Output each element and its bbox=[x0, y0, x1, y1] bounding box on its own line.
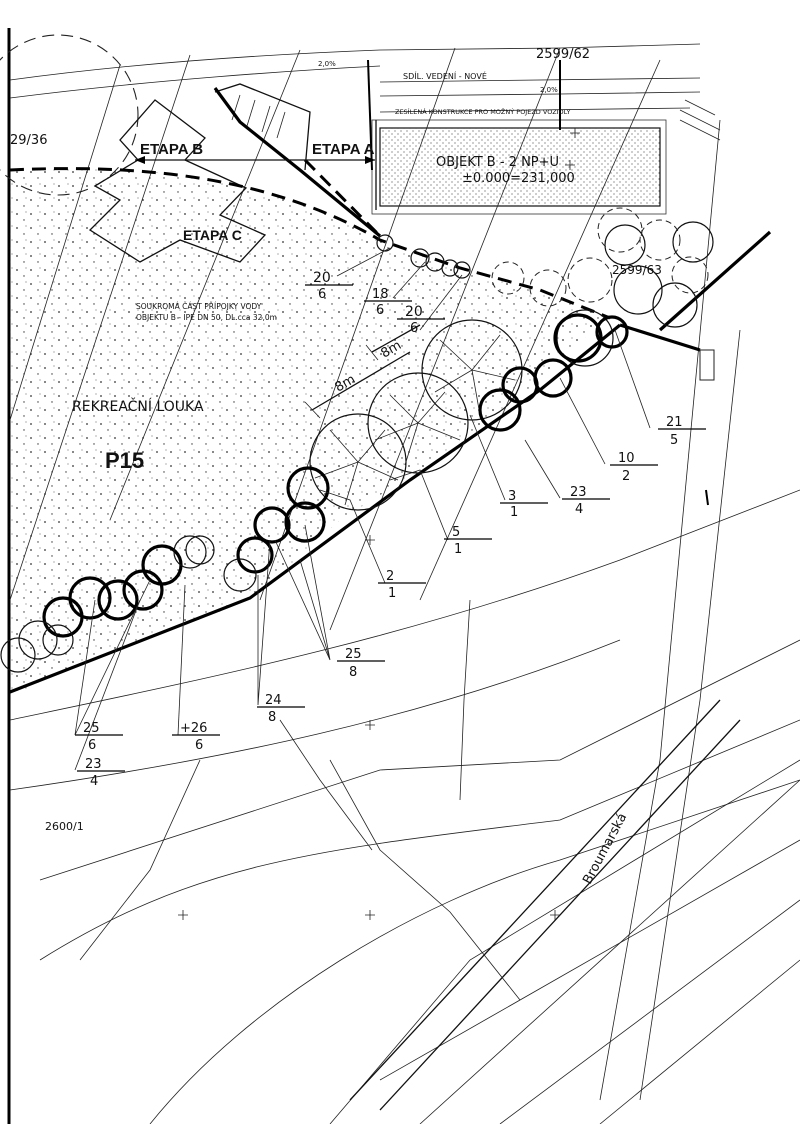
tag-num: 3 bbox=[508, 489, 516, 504]
tag-den: 6 bbox=[318, 287, 326, 302]
tag-num: +26 bbox=[180, 721, 207, 736]
marker bbox=[705, 489, 709, 506]
stage-c-label: ETAPA C bbox=[183, 227, 242, 243]
tag-num: 21 bbox=[666, 415, 683, 430]
meadow-label: REKREAČNÍ LOUKA bbox=[72, 397, 204, 415]
tag-num: 2 bbox=[386, 569, 394, 584]
tag-den: 8 bbox=[349, 665, 357, 680]
tag-den: 6 bbox=[410, 321, 418, 336]
street-label: Broumarská bbox=[580, 811, 630, 887]
tag-den: 1 bbox=[388, 586, 396, 601]
tag-num: 25 bbox=[345, 647, 362, 662]
tag-num: 10 bbox=[618, 451, 635, 466]
zone-label: P15 bbox=[105, 448, 144, 473]
parcel-label-3: 2599/63 bbox=[612, 263, 662, 277]
tag-num: 23 bbox=[85, 757, 102, 772]
parking-steps bbox=[214, 83, 311, 171]
tag-num: 23 bbox=[570, 485, 587, 500]
stage-divider-line bbox=[135, 120, 377, 210]
meadow-area bbox=[10, 168, 610, 695]
tag-num: 5 bbox=[452, 525, 460, 540]
tag-num: 25 bbox=[83, 721, 100, 736]
tag-den: 1 bbox=[454, 542, 462, 557]
shrubs bbox=[376, 207, 709, 307]
boundary-trees bbox=[0, 313, 629, 673]
building-elevation: ±0.000=231,000 bbox=[462, 171, 575, 186]
stage-dashed-line-2 bbox=[303, 158, 382, 238]
stage-dashed-line bbox=[9, 167, 611, 320]
tag-den: 6 bbox=[88, 738, 96, 753]
note-reinforced: ZESÍLENÁ KONSTRUKCE PRO MOŽNÝ POJEZD VOZ… bbox=[395, 107, 570, 116]
tag-den: 2 bbox=[622, 469, 630, 484]
slope-label-2: 2,0% bbox=[540, 86, 558, 94]
slope-label-1: 2,0% bbox=[318, 60, 336, 68]
note-shared-line: SDÍL. VEDENÍ - NOVÉ bbox=[403, 70, 487, 81]
tag-underlines bbox=[75, 284, 706, 772]
tag-den: 4 bbox=[575, 502, 583, 517]
stage-b-label: ETAPA B bbox=[140, 141, 203, 158]
existing-tree-canopy bbox=[0, 34, 139, 196]
building-title: OBJEKT B - 2 NP+U bbox=[436, 155, 559, 170]
building-objekt-b bbox=[379, 127, 661, 207]
tag-num: 18 bbox=[372, 287, 389, 302]
tag-den: 4 bbox=[90, 774, 98, 789]
tag-den: 6 bbox=[195, 738, 203, 753]
parcel-label-2: 2599/62 bbox=[536, 47, 590, 62]
tag-num: 20 bbox=[313, 270, 331, 286]
survey-crosses bbox=[178, 128, 580, 920]
site-boundary-corner bbox=[619, 323, 701, 352]
stage-boundary-upper bbox=[213, 87, 382, 238]
tag-den: 6 bbox=[376, 303, 384, 318]
tag-den: 5 bbox=[670, 433, 678, 448]
stage-a-label: ETAPA A bbox=[312, 141, 375, 158]
dimension-8m bbox=[304, 324, 421, 419]
tag-num: 24 bbox=[265, 693, 282, 708]
water-note-2: OBJEKTU B - IPE DN 50, DL.cca 32,0m bbox=[136, 313, 277, 322]
parcel-label-4: 2600/1 bbox=[45, 820, 84, 833]
tag-den: 8 bbox=[268, 710, 276, 725]
tree-tags: 20 6 18 6 20 6 21 5 10 2 23 4 3 1 5 1 2 … bbox=[83, 270, 683, 789]
grating bbox=[679, 99, 721, 141]
site-boundary-right bbox=[658, 230, 772, 332]
tag-num: 20 bbox=[405, 304, 423, 320]
tag-leaders bbox=[74, 247, 651, 771]
tag-den: 1 bbox=[510, 505, 518, 520]
water-meter-box bbox=[699, 349, 715, 381]
parcel-label-1: 29/36 bbox=[10, 133, 47, 148]
water-note-1: SOUKROMÁ ČÁST PŘÍPOJKY VODY bbox=[136, 302, 262, 311]
pipe-vertical bbox=[367, 59, 373, 171]
